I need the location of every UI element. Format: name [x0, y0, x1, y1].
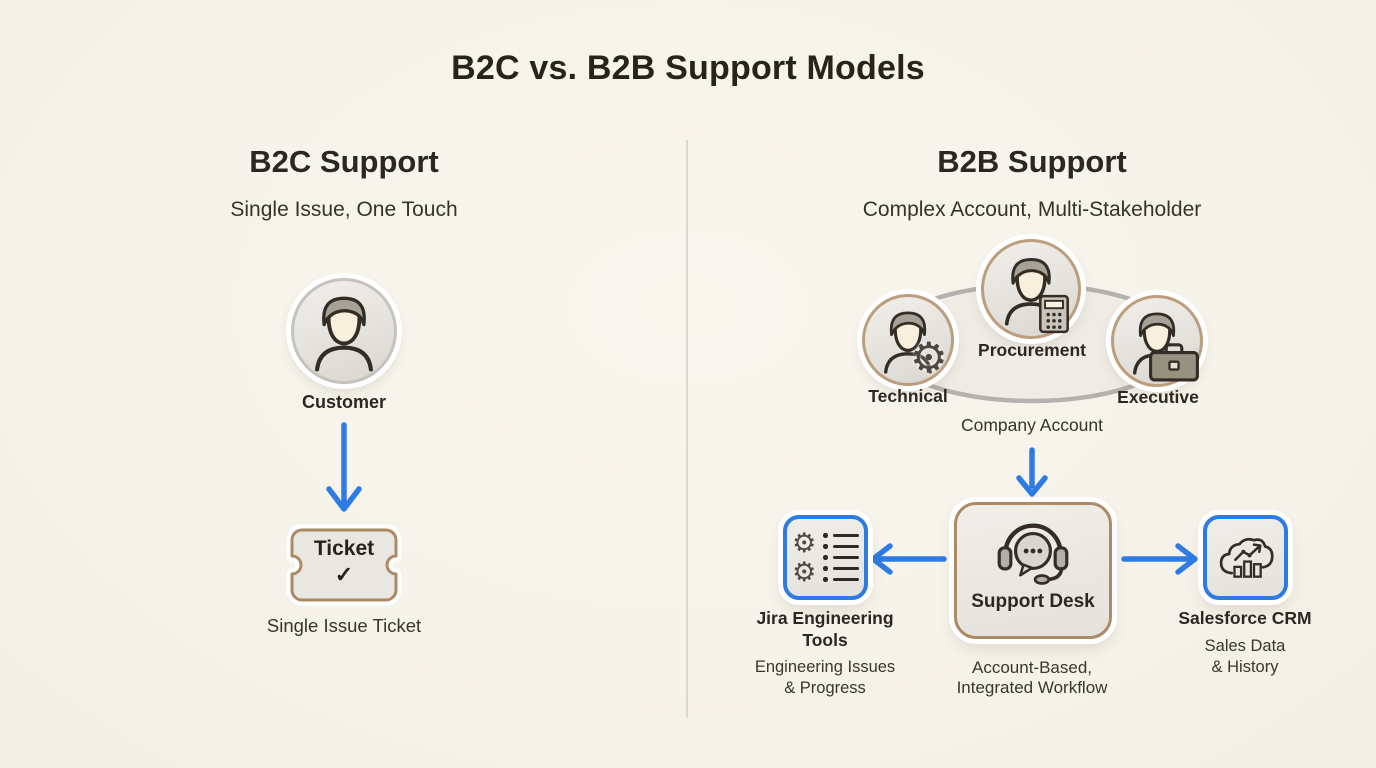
- gear-icon: ⚙: [792, 556, 817, 587]
- briefcase-icon: [1149, 343, 1199, 382]
- support-desk-caption-line1: Account-Based,: [971, 658, 1093, 677]
- jira-label-line2: Tools: [802, 630, 848, 650]
- support-desk-caption-line2: Integrated Workflow: [956, 678, 1108, 697]
- procurement-label: Procurement: [978, 340, 1086, 360]
- page-title: B2C vs. B2B Support Models: [451, 49, 925, 87]
- support-desk-label: Support Desk: [971, 591, 1095, 612]
- customer-label: Customer: [301, 392, 387, 412]
- jira-tools-icon: ⚙ ⚙: [792, 527, 859, 587]
- arrow-left: [870, 543, 947, 575]
- technical-avatar: [862, 294, 954, 386]
- jira-caption-line1: Engineering Issues: [754, 658, 896, 676]
- jira-box: ⚙ ⚙: [783, 515, 868, 600]
- arrow-down-b2c: [326, 422, 362, 512]
- b2c-caption: Single Issue Ticket: [266, 615, 422, 636]
- cloud-chart-icon: [1219, 537, 1274, 578]
- checkmark-icon: ✓: [334, 562, 354, 587]
- ticket-label: Ticket: [313, 537, 375, 560]
- jira-caption-line2: & Progress: [784, 679, 866, 697]
- b2c-subtitle: Single Issue, One Touch: [230, 198, 458, 221]
- salesforce-caption-line1: Sales Data: [1204, 637, 1286, 655]
- headset-icon: [997, 523, 1069, 585]
- technical-label: Technical: [868, 386, 948, 406]
- b2b-heading: B2B Support: [937, 144, 1127, 179]
- company-account-label: Company Account: [960, 415, 1104, 435]
- arrow-right: [1121, 543, 1198, 575]
- salesforce-label: Salesforce CRM: [1178, 608, 1312, 628]
- jira-label-line1: Jira Engineering: [756, 608, 894, 628]
- b2c-heading: B2C Support: [249, 144, 439, 179]
- executive-label: Executive: [1117, 387, 1199, 407]
- gear-icon: ⚙: [792, 527, 817, 558]
- ticket-shape: [286, 524, 402, 606]
- salesforce-box: [1203, 515, 1288, 600]
- gear-icon: ⚙: [910, 334, 948, 381]
- arrow-down-b2b: [1016, 447, 1048, 497]
- customer-avatar: [291, 278, 397, 384]
- person-icon: [303, 290, 385, 372]
- list-icon: [823, 533, 859, 582]
- salesforce-caption-line2: & History: [1211, 658, 1279, 676]
- support-desk-box: Support Desk: [954, 502, 1112, 639]
- column-divider: [686, 140, 688, 718]
- calculator-icon: [1039, 294, 1069, 334]
- b2b-subtitle: Complex Account, Multi-Stakeholder: [862, 198, 1202, 221]
